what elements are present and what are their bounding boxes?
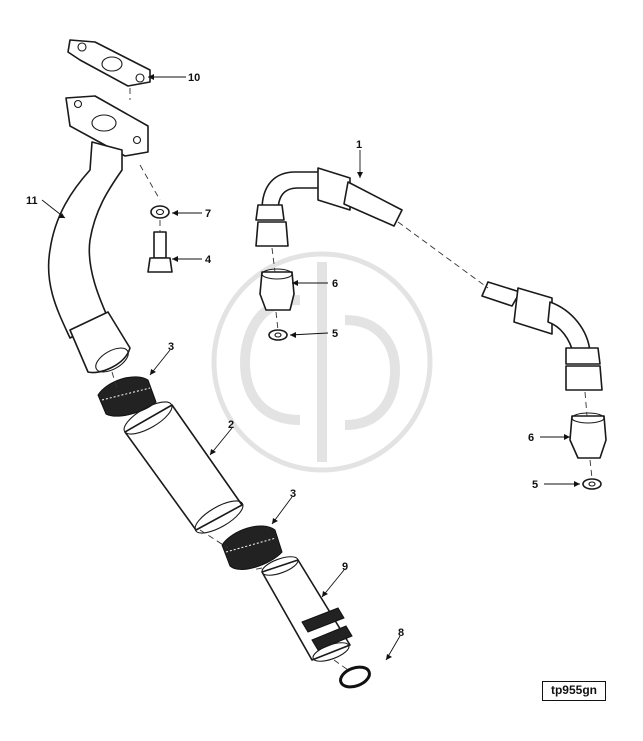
watermark-logo <box>211 251 433 473</box>
reference-code-label: tp955gn <box>542 681 606 701</box>
callout-4: 4 <box>205 254 212 266</box>
callout-7: 7 <box>205 208 211 220</box>
callout-5-left: 5 <box>332 328 338 340</box>
callout-11: 11 <box>26 195 38 207</box>
callout-3-lower: 3 <box>290 488 296 500</box>
o-ring-part-8 <box>339 665 371 689</box>
callout-leaders <box>41 74 580 661</box>
callout-3-upper: 3 <box>168 341 174 353</box>
hose-part-2 <box>123 401 244 534</box>
union-fitting-part-6-right <box>569 412 607 459</box>
callout-9: 9 <box>342 561 348 573</box>
washer-part-5-left <box>268 329 288 341</box>
oil-supply-line-part-1 <box>255 167 603 391</box>
bolt-part-4 <box>147 231 173 273</box>
gasket-part-10 <box>67 39 151 87</box>
callout-6-right: 6 <box>528 432 534 444</box>
callout-5-right: 5 <box>532 479 538 491</box>
assembly-center-lines <box>111 88 593 671</box>
drain-tube-part-11 <box>47 95 149 374</box>
callout-labels: 10 11 7 4 1 6 5 3 2 3 9 8 6 5 <box>26 72 538 639</box>
washer-part-7 <box>150 205 170 219</box>
callout-8: 8 <box>398 627 404 639</box>
callout-1: 1 <box>356 139 362 151</box>
connector-part-9 <box>261 556 353 662</box>
callout-10: 10 <box>188 72 200 84</box>
washer-part-5-right <box>582 478 602 490</box>
callout-2: 2 <box>228 419 234 431</box>
hose-clamp-upper-part-3 <box>97 376 157 417</box>
callout-6-left: 6 <box>332 278 338 290</box>
hose-clamp-lower-part-3 <box>221 525 283 570</box>
union-fitting-part-6-left <box>259 268 295 311</box>
